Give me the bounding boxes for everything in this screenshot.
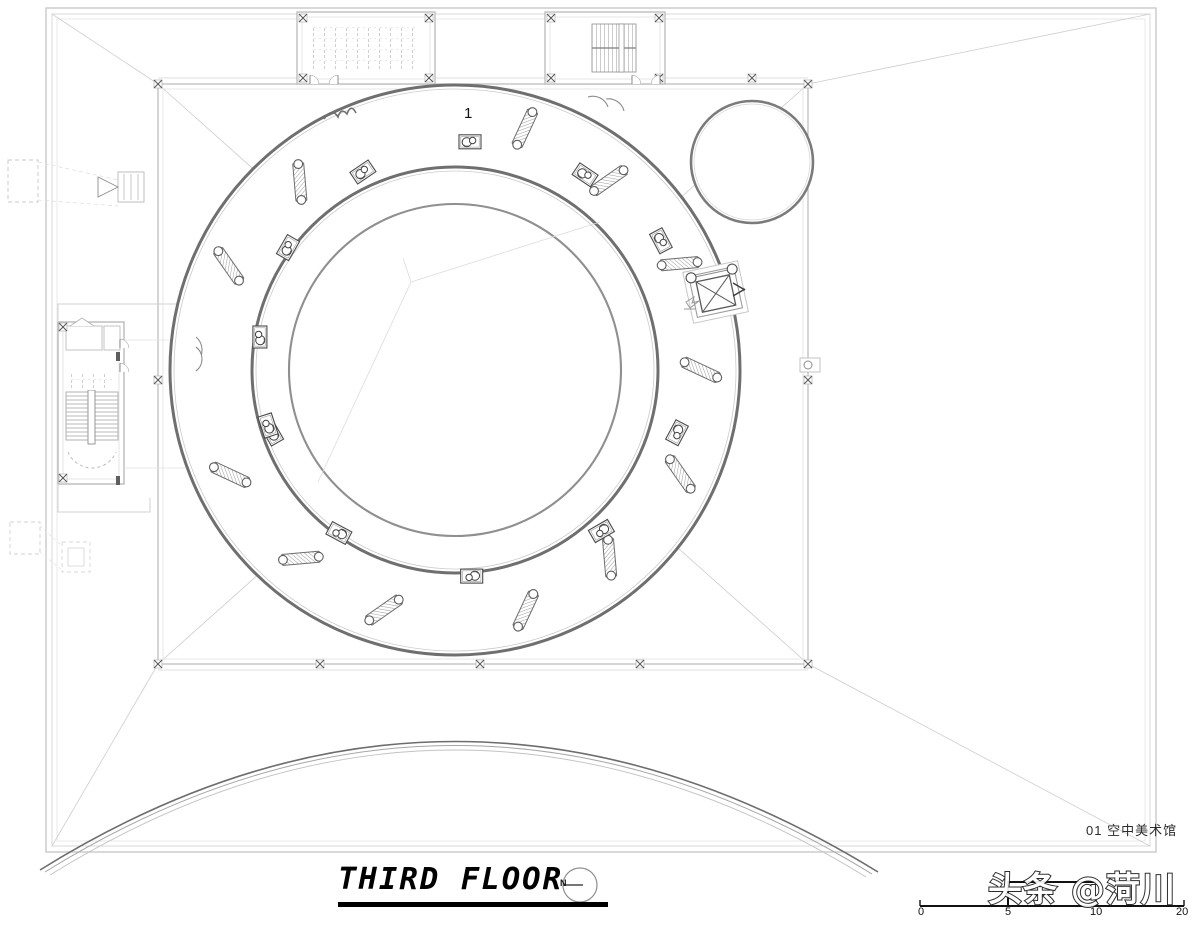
stair-run: [65, 372, 119, 469]
scale-tick-10: 10: [1090, 906, 1103, 918]
elevator-core: [682, 260, 749, 324]
scale-bar-graphic: [919, 881, 1185, 907]
exterior-fixture-lower: [9, 521, 91, 573]
satellite-round-room: [689, 99, 815, 225]
ceiling-grid-hatch: [313, 27, 417, 69]
elevator-annotation-glyph: [684, 295, 700, 310]
roof-edge-arc: [39, 740, 879, 878]
room-label-1: 1: [464, 105, 473, 122]
ring-entry-notch: [323, 107, 357, 120]
exhibit-display: [460, 568, 484, 584]
exhibit-display: [252, 325, 268, 349]
right-wall-fixture: [799, 357, 821, 373]
top-left-room: [296, 11, 436, 85]
scale-tick-5: 5: [1005, 906, 1012, 918]
gallery-ring: [168, 83, 742, 657]
scale-bar: 0 5 10 20: [918, 872, 1190, 928]
title-underline: [338, 902, 608, 907]
north-label: N: [560, 878, 567, 888]
floor-title-block: THIRD FLOOR N: [338, 862, 614, 914]
north-arrow-icon: [562, 867, 598, 903]
exterior-fixture-upper: [7, 159, 145, 207]
ring-door-swings-top: [587, 95, 625, 112]
scale-tick-0: 0: [918, 906, 925, 918]
exhibit-display: [458, 134, 482, 150]
structural-grid: [153, 73, 813, 671]
project-caption: 01 空中美术馆: [1086, 823, 1178, 838]
ring-door-swings-left: [195, 336, 203, 372]
page-title: THIRD FLOOR: [338, 862, 564, 897]
elevator-door-marker: [732, 282, 746, 297]
scale-tick-20: 20: [1176, 906, 1189, 918]
top-right-stair-room: [544, 11, 666, 85]
